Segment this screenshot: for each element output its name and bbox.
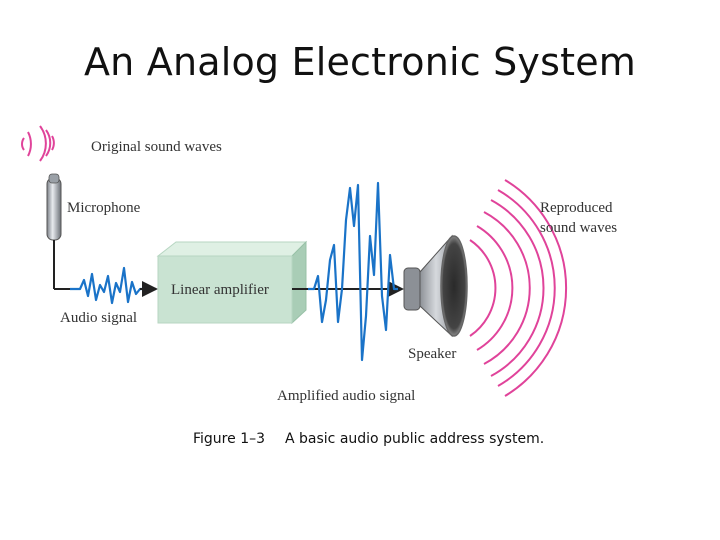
label-audio-signal: Audio signal <box>60 310 137 326</box>
label-reproduced-line1: Reproduced <box>540 200 613 216</box>
label-microphone: Microphone <box>67 200 141 216</box>
label-linear-amplifier: Linear amplifier <box>171 282 269 298</box>
amplified-signal-waveform <box>308 181 398 362</box>
audio-signal-waveform <box>70 266 158 305</box>
linear-amplifier-block <box>156 240 308 325</box>
label-speaker: Speaker <box>408 346 456 362</box>
figure-number: Figure 1–3 <box>193 431 266 447</box>
reproduced-sound-waves <box>469 179 568 397</box>
speaker-icon <box>403 234 468 338</box>
slide-title: An Analog Electronic System <box>83 40 637 84</box>
label-original-sound-waves: Original sound waves <box>91 139 222 155</box>
figure-caption: A basic audio public address system. <box>285 431 545 447</box>
label-reproduced-line2: sound waves <box>540 220 617 236</box>
microphone-icon <box>46 173 70 290</box>
original-sound-waves <box>21 125 55 162</box>
label-amplified-audio-signal: Amplified audio signal <box>277 388 415 404</box>
